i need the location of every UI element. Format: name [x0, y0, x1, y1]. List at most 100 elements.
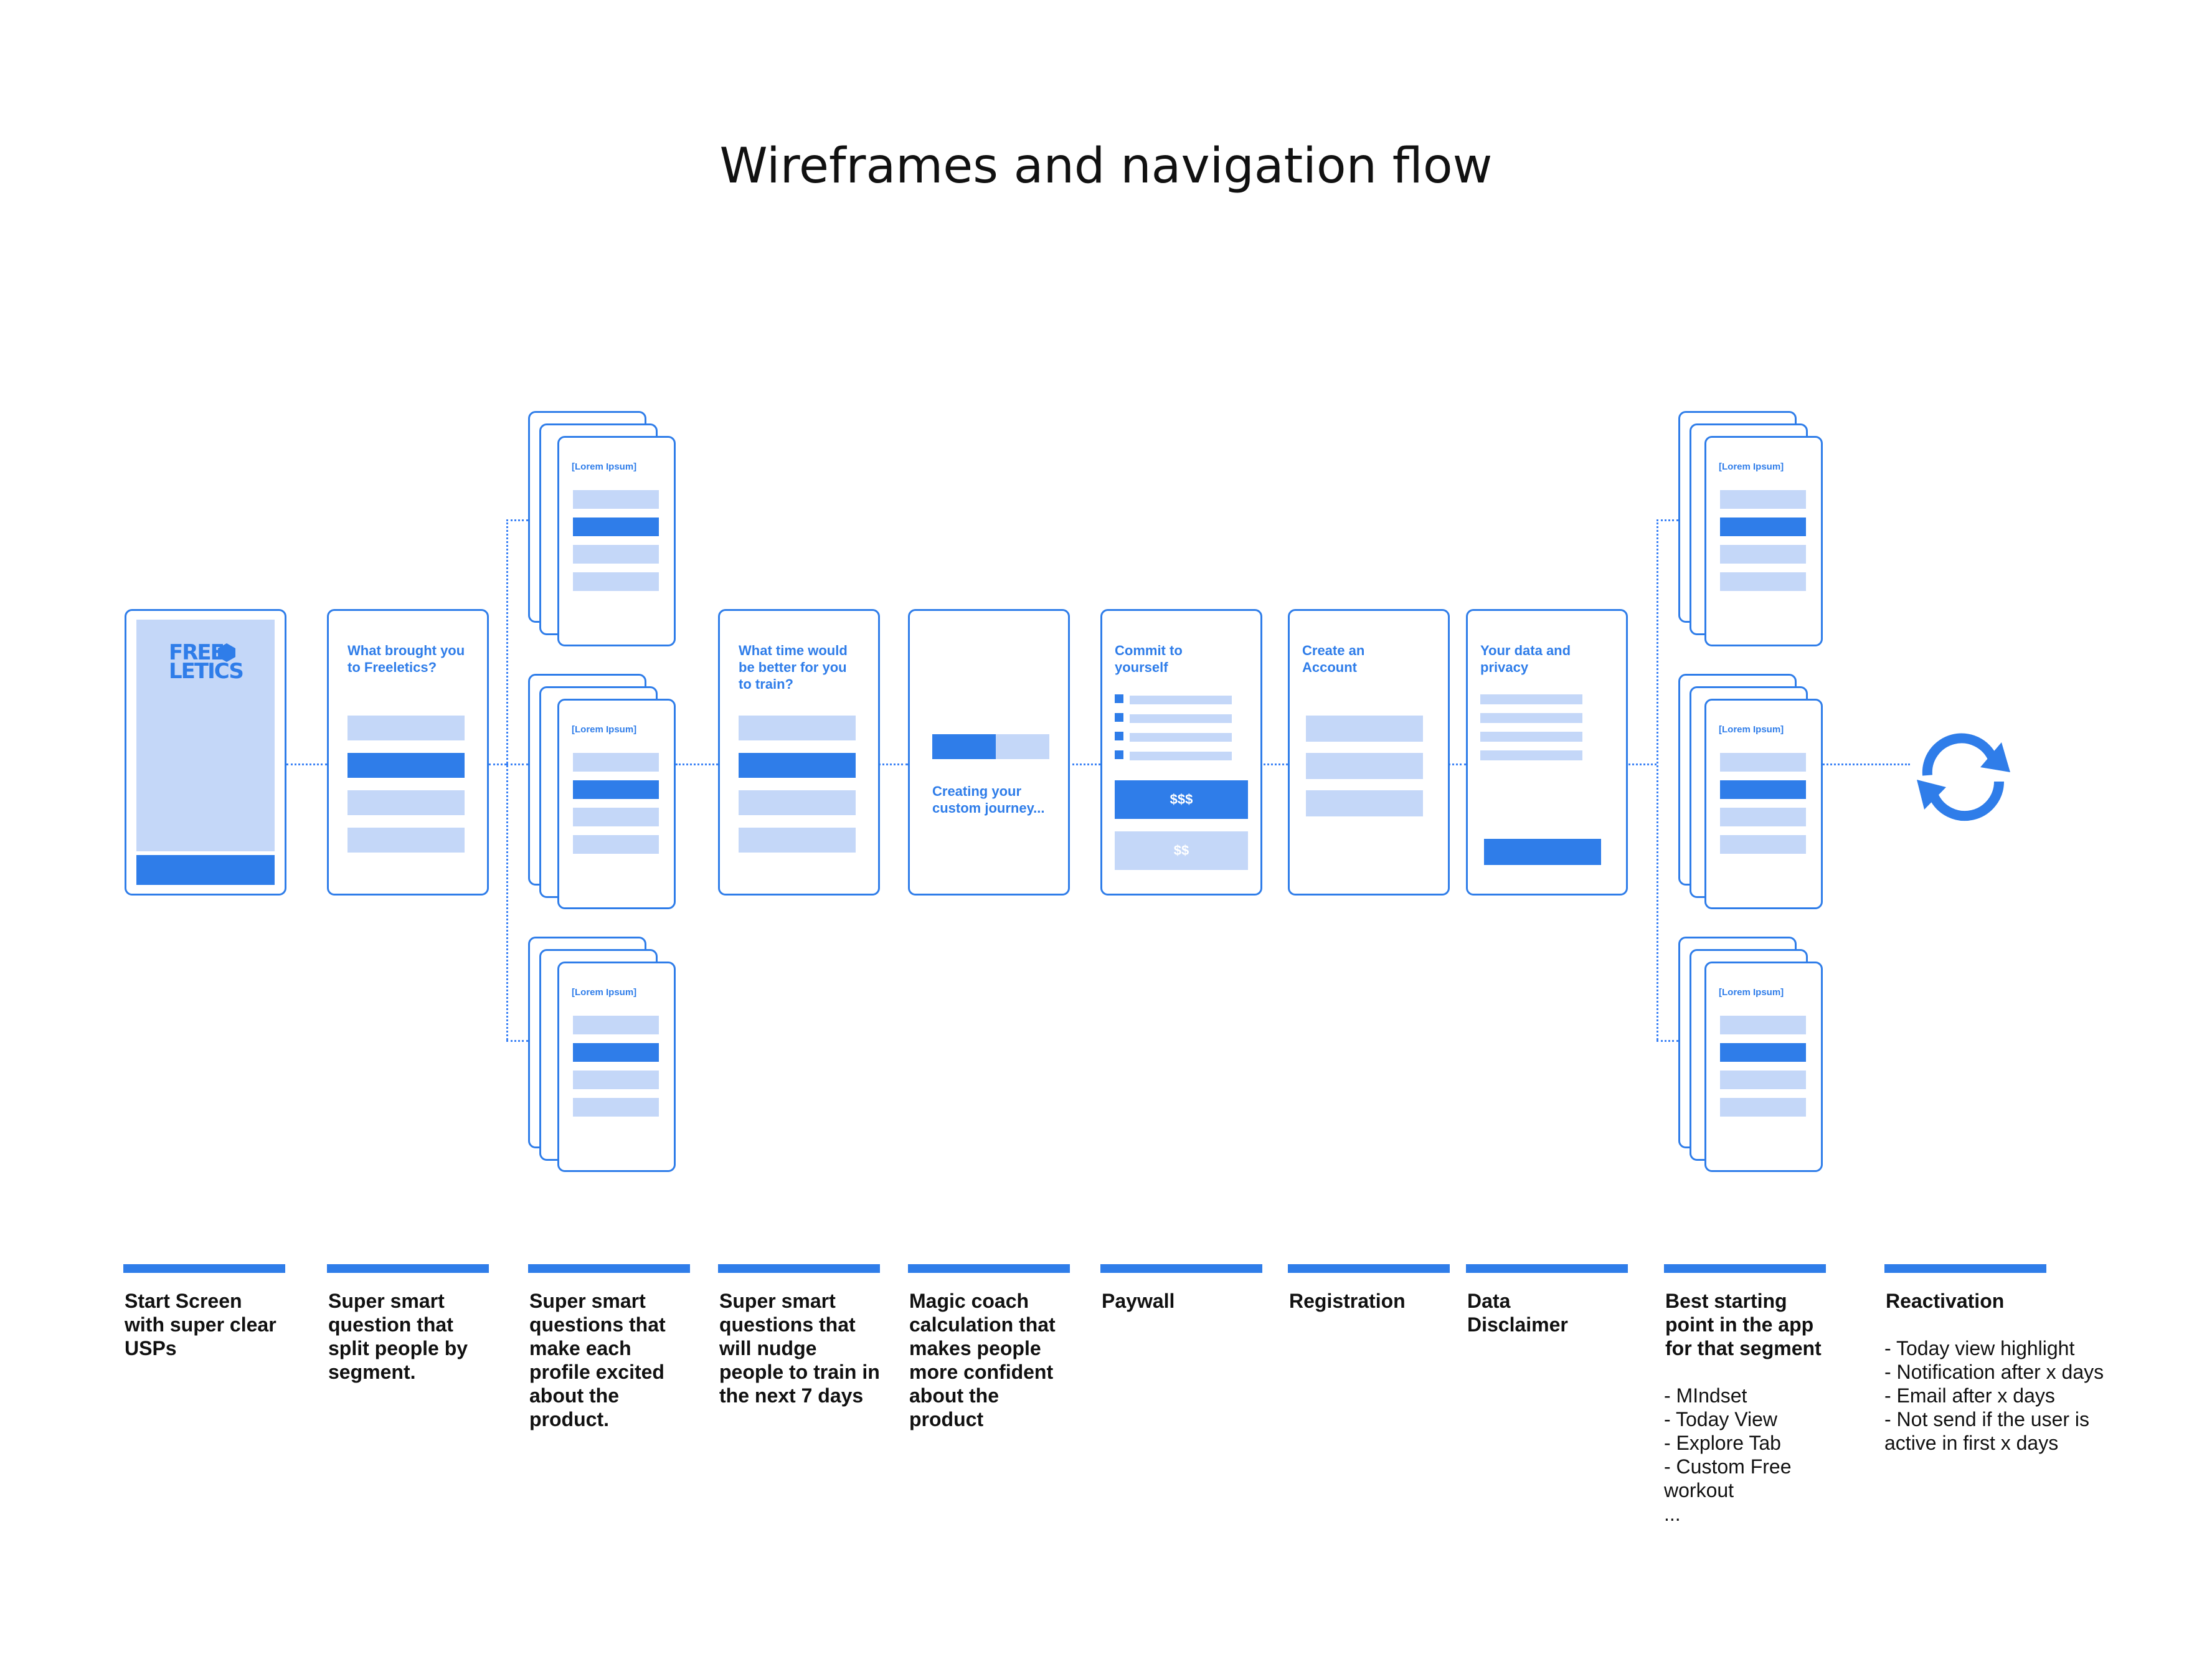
refresh-cycle-icon: [1917, 733, 2010, 821]
progress-bar: [932, 734, 1049, 759]
step-bar: [327, 1264, 489, 1273]
privacy-text-line: [1480, 713, 1582, 723]
caption-registration: Registration: [1289, 1290, 1406, 1312]
answer-option[interactable]: [739, 716, 856, 740]
list-item: ...: [1664, 1503, 1681, 1525]
paywall-screen: Commit to yourself $$$ $$: [1100, 609, 1262, 896]
logo-line-1: FREE: [169, 640, 225, 665]
basic-plan-button[interactable]: $$: [1115, 831, 1248, 870]
content-block-selected[interactable]: [1720, 518, 1806, 536]
content-block[interactable]: [1720, 572, 1806, 591]
content-block[interactable]: [1720, 1071, 1806, 1089]
content-block[interactable]: [1720, 545, 1806, 564]
answer-option[interactable]: [573, 753, 659, 772]
answer-option[interactable]: [739, 790, 856, 815]
answer-option[interactable]: [739, 828, 856, 853]
answer-option[interactable]: [573, 1071, 659, 1089]
placeholder-title: [Lorem Ipsum]: [572, 724, 637, 735]
basic-plan-price: $$: [1173, 843, 1189, 858]
step-bar: [1884, 1264, 2046, 1273]
page-title: Wireframes and navigation flow: [719, 138, 1493, 194]
answer-option-selected[interactable]: [573, 518, 659, 536]
caption-paywall: Paywall: [1102, 1290, 1175, 1312]
registration-screen: Create an Account: [1288, 609, 1450, 896]
caption-profile-questions: Super smart questions that make each pro…: [529, 1290, 666, 1430]
step-bar: [908, 1264, 1070, 1273]
list-item: - Custom Free workout: [1664, 1455, 1792, 1501]
privacy-text-line: [1480, 694, 1582, 704]
answer-option[interactable]: [573, 1016, 659, 1034]
connector: [506, 763, 528, 765]
list-item: - Not send if the user is active in firs…: [1884, 1408, 2090, 1454]
profile-question-screen: [Lorem Ipsum]: [557, 962, 676, 1172]
answer-option[interactable]: [347, 716, 465, 740]
logo-hexagon-icon: [218, 643, 235, 662]
connector: [676, 763, 718, 765]
content-block[interactable]: [1720, 835, 1806, 854]
answer-option[interactable]: [573, 490, 659, 509]
content-block[interactable]: [1720, 490, 1806, 509]
caption-best-starting-point: Best starting point in the app for that …: [1665, 1290, 1822, 1359]
connector: [878, 763, 908, 765]
connector: [506, 519, 528, 521]
loading-text: Creating your custom journey...: [932, 783, 1045, 816]
answer-option-selected[interactable]: [347, 753, 465, 778]
registration-field[interactable]: [1306, 753, 1423, 779]
content-block[interactable]: [1720, 753, 1806, 772]
answer-option-selected[interactable]: [573, 1043, 659, 1062]
answer-option[interactable]: [573, 1098, 659, 1117]
registration-field[interactable]: [1306, 790, 1423, 816]
connector: [1820, 763, 1910, 765]
connector: [489, 763, 506, 765]
connector: [1068, 763, 1100, 765]
connector: [1657, 519, 1678, 521]
app-start-screen: [Lorem Ipsum]: [1704, 962, 1823, 1172]
privacy-title: Your data and privacy: [1480, 643, 1571, 675]
registration-field[interactable]: [1306, 716, 1423, 742]
step-bar: [1466, 1264, 1628, 1273]
content-block-selected[interactable]: [1720, 1043, 1806, 1062]
list-item: - Today View: [1664, 1408, 1778, 1430]
progress-bar-fill: [932, 734, 996, 759]
paywall-title: Commit to yourself: [1115, 643, 1183, 675]
step-bar: [1664, 1264, 1826, 1273]
feature-line: [1130, 696, 1232, 704]
connector: [1260, 763, 1288, 765]
list-item: - MIndset: [1664, 1384, 1747, 1407]
step-bar: [718, 1264, 880, 1273]
accept-button[interactable]: [1484, 839, 1601, 865]
privacy-text-line: [1480, 750, 1582, 760]
feature-bullet: [1115, 750, 1123, 759]
answer-option[interactable]: [347, 790, 465, 815]
app-start-screen: [Lorem Ipsum]: [1704, 436, 1823, 646]
answer-option[interactable]: [573, 808, 659, 826]
freeletics-logo: FREE LETICS: [169, 640, 244, 682]
feature-line: [1130, 733, 1232, 742]
profile-question-screen: [Lorem Ipsum]: [557, 436, 676, 646]
caption-segment-question: Super smart question that split people b…: [328, 1290, 468, 1383]
answer-option[interactable]: [573, 835, 659, 854]
privacy-screen: Your data and privacy: [1466, 609, 1628, 896]
feature-bullet: [1115, 732, 1123, 740]
placeholder-title: [Lorem Ipsum]: [572, 461, 637, 472]
answer-option-selected[interactable]: [573, 780, 659, 799]
start-button[interactable]: [136, 855, 275, 885]
answer-option[interactable]: [573, 545, 659, 564]
content-block[interactable]: [1720, 808, 1806, 826]
caption-magic-coach: Magic coach calculation that makes peopl…: [909, 1290, 1056, 1430]
answer-option-selected[interactable]: [739, 753, 856, 778]
start-screen: FREE LETICS: [125, 609, 286, 896]
segment-question-screen: What brought you to Freeletics?: [327, 609, 489, 896]
answer-option[interactable]: [573, 572, 659, 591]
caption-start-screen: Start Screen with super clear USPs: [125, 1290, 276, 1359]
connector: [1625, 763, 1657, 765]
content-block[interactable]: [1720, 1098, 1806, 1117]
content-block-selected[interactable]: [1720, 780, 1806, 799]
registration-title: Create an Account: [1302, 643, 1365, 675]
answer-option[interactable]: [347, 828, 465, 853]
list-item: - Explore Tab: [1664, 1432, 1781, 1454]
premium-plan-button[interactable]: $$$: [1115, 780, 1248, 819]
caption-data-disclaimer: Data Disclaimer: [1467, 1290, 1568, 1336]
content-block[interactable]: [1720, 1016, 1806, 1034]
placeholder-title: [Lorem Ipsum]: [572, 987, 637, 998]
